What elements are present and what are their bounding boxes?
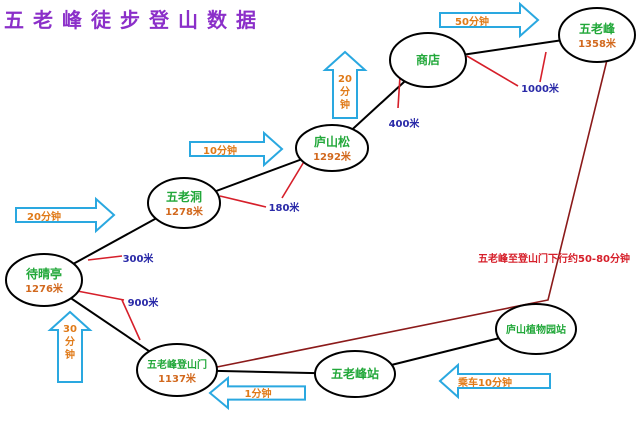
distance-leader-line [397, 75, 401, 109]
node-ellipse [389, 32, 467, 88]
node-ellipse [314, 350, 396, 398]
node-elevation: 1276米 [25, 282, 64, 295]
node-name: 五老洞 [166, 189, 202, 204]
time-arrow-tcar [438, 362, 551, 400]
time-arrow-t20a [15, 196, 116, 234]
node-ellipse [147, 177, 221, 229]
distance-label: 1000米 [521, 82, 560, 95]
time-label: 乘车10分钟 [457, 376, 512, 389]
distance-leader-line [281, 159, 306, 199]
time-label: 10分钟 [203, 144, 237, 157]
node-name: 五老峰登山门 [147, 358, 207, 371]
time-arrow-t50 [439, 1, 540, 39]
node-name: 待晴亭 [26, 266, 62, 281]
time-arrow-t30 [47, 310, 93, 383]
time-label: 20分钟 [27, 210, 61, 223]
node-name: 庐山松 [314, 134, 350, 149]
node-elevation: 1278米 [165, 205, 204, 218]
time-arrow-t10 [189, 130, 284, 168]
distance-leader-line [539, 51, 547, 83]
time-label: 20 [338, 74, 352, 85]
node-elevation: 1358米 [578, 37, 617, 50]
time-arrow-t1 [208, 375, 306, 411]
time-label: 钟 [340, 98, 350, 111]
distance-leader-line [466, 55, 519, 87]
node-elevation: 1137米 [158, 372, 197, 385]
node-wulaofengzhan: 五老峰站 [314, 350, 396, 398]
node-ellipse [295, 124, 369, 172]
distance-leader-line [87, 255, 123, 261]
node-elevation: 1292米 [313, 150, 352, 163]
distance-leader-line [71, 289, 125, 301]
node-shangdian: 商店 [389, 32, 467, 88]
node-ellipse [495, 303, 577, 355]
time-label: 分 [65, 335, 75, 348]
time-label: 30 [63, 324, 77, 335]
distance-label: 400米 [389, 117, 421, 130]
distance-label: 900米 [128, 296, 160, 309]
time-label: 钟 [65, 348, 75, 361]
distance-label: 300米 [123, 252, 155, 265]
page-title: 五老峰徒步登山数据 [4, 8, 265, 32]
time-label: 1分钟 [245, 387, 272, 400]
distance-leader-line [219, 195, 267, 208]
distance-leader-line [121, 299, 141, 341]
descent-note: 五老峰至登山门下行约50-80分钟 [478, 252, 630, 265]
node-ellipse [136, 343, 218, 397]
time-arrow-t20b [322, 50, 368, 119]
node-ellipse [5, 253, 83, 307]
time-label: 分 [340, 85, 350, 98]
node-zhiwuyuan: 庐山植物园站 [495, 303, 577, 355]
node-name: 五老峰 [579, 21, 616, 36]
node-name: 庐山植物园站 [506, 323, 566, 336]
descent-route-line [211, 59, 608, 369]
node-ellipse [558, 7, 636, 63]
time-label: 50分钟 [455, 15, 489, 28]
distance-label: 180米 [269, 201, 301, 214]
node-name: 商店 [416, 52, 440, 67]
node-name: 五老峰站 [331, 366, 379, 381]
